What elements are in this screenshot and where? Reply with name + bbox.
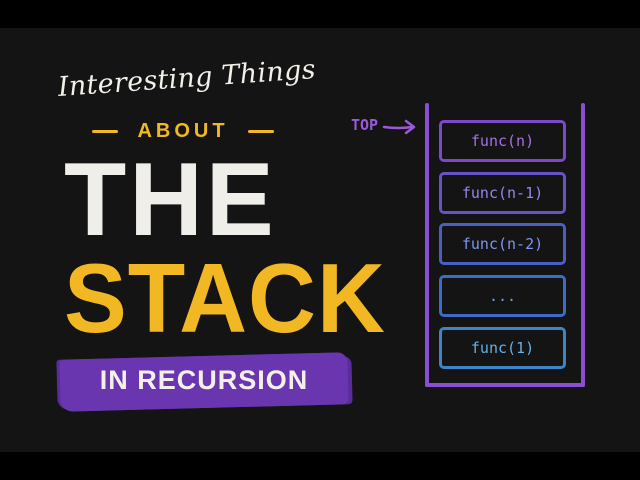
banner-text: IN RECURSION [99,364,309,395]
stack-frame-label: ... [488,287,517,305]
stack-frame-4: func(1) [439,327,566,369]
top-label: TOP [351,116,379,134]
stack-frame-label: func(n-1) [461,184,544,202]
stack-left-wall [425,103,429,387]
title-line-the: THE [64,142,277,258]
stack-frame-3: ... [439,275,566,317]
about-text: ABOUT [137,119,229,142]
left-dash [92,129,118,133]
stack-frame-label: func(1) [470,339,535,357]
stack-frame-1: func(n-1) [439,172,566,214]
stack-bottom-wall [425,383,585,387]
right-dash [247,129,274,133]
title-line-stack: STACK [64,243,386,353]
stack-frame-2: func(n-2) [439,223,566,265]
stack-frame-0: func(n) [439,120,566,162]
stack-frame-label: func(n-2) [461,235,544,253]
stack-frame-label: func(n) [470,132,535,150]
stack-right-wall [581,103,585,387]
top-arrow-icon [382,119,416,135]
about-row: ABOUT [92,118,274,144]
stack-container [425,103,585,387]
